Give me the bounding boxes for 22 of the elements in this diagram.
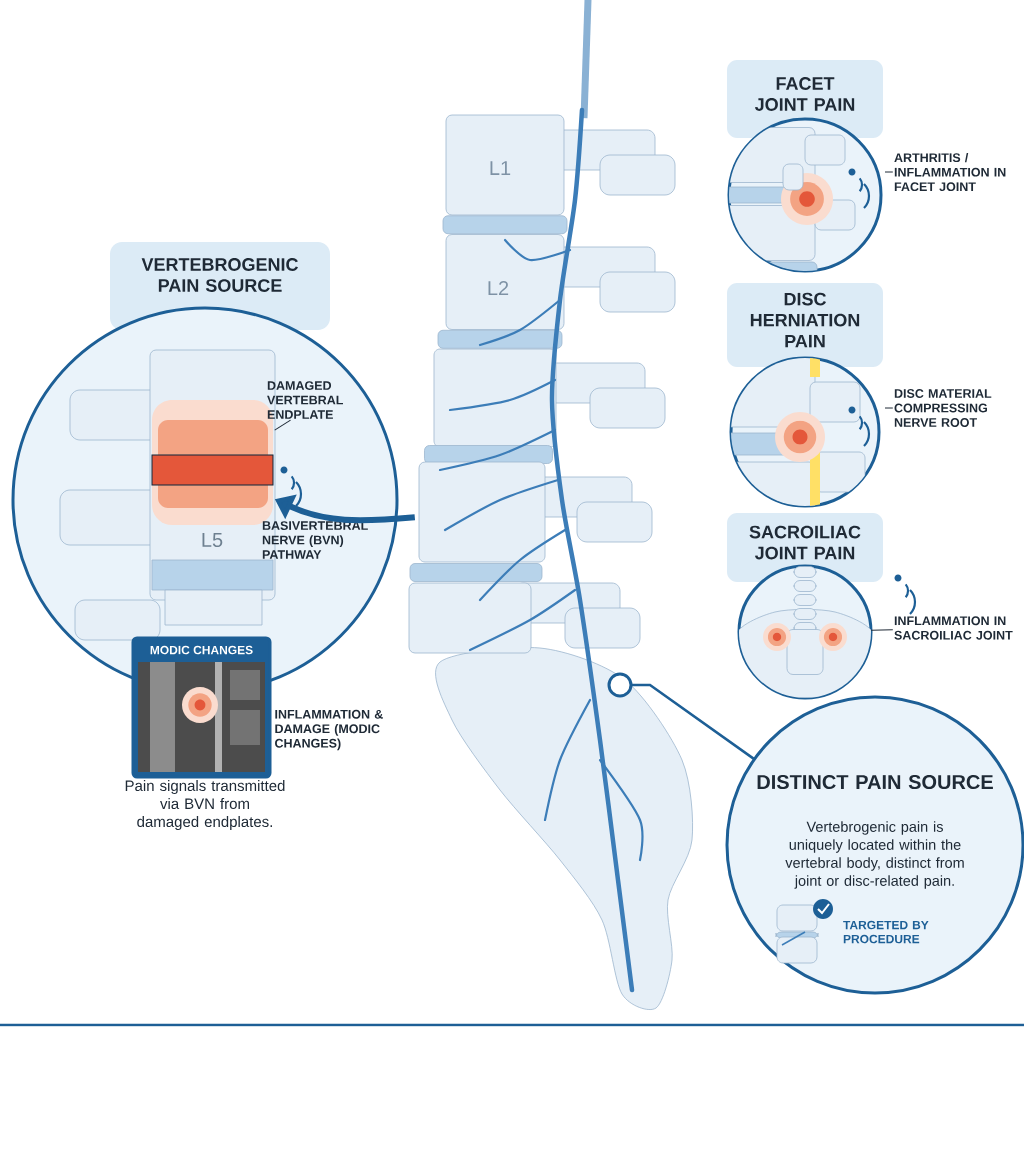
caption-text: Pain signals transmitted via BVN from damaged endplates.	[125, 780, 285, 830]
callout-label: ARTHRITIS / INFLAMMATION IN FACET JOINT	[894, 152, 1006, 192]
leader-line	[870, 629, 894, 631]
vertebra-label: L5	[202, 533, 223, 547]
node-label: DISC HERNIATION PAIN	[750, 292, 860, 348]
node-label: SACROILIAC JOINT PAIN	[749, 525, 861, 560]
vertebra-label: L1	[490, 161, 511, 175]
leader-line	[884, 171, 894, 173]
marker-circle	[607, 672, 633, 698]
vertebra-label: L2	[488, 281, 509, 295]
spine-drawing	[408, 0, 693, 1010]
callout-label: INFLAMMATION & DAMAGE (MODIC CHANGES)	[275, 709, 383, 751]
callout-label: INFLAMMATION IN SACROILIAC JOINT	[894, 616, 1013, 640]
leader-line	[631, 683, 755, 761]
node-label: FACET JOINT PAIN	[754, 77, 855, 111]
callout-label: BASIVERTEBRAL NERVE (BVN) PATHWAY	[262, 521, 368, 559]
callout-label: DAMAGED VERTEBRAL ENDPLATE	[267, 381, 343, 419]
leader-line	[884, 407, 894, 409]
callout-label: DISC MATERIAL COMPRESSING NERVE ROOT	[894, 389, 992, 427]
image-box: MODIC CHANGES	[131, 636, 272, 779]
node-label: VERTEBROGENIC PAIN SOURCE	[141, 258, 299, 292]
leader-line	[274, 419, 292, 431]
